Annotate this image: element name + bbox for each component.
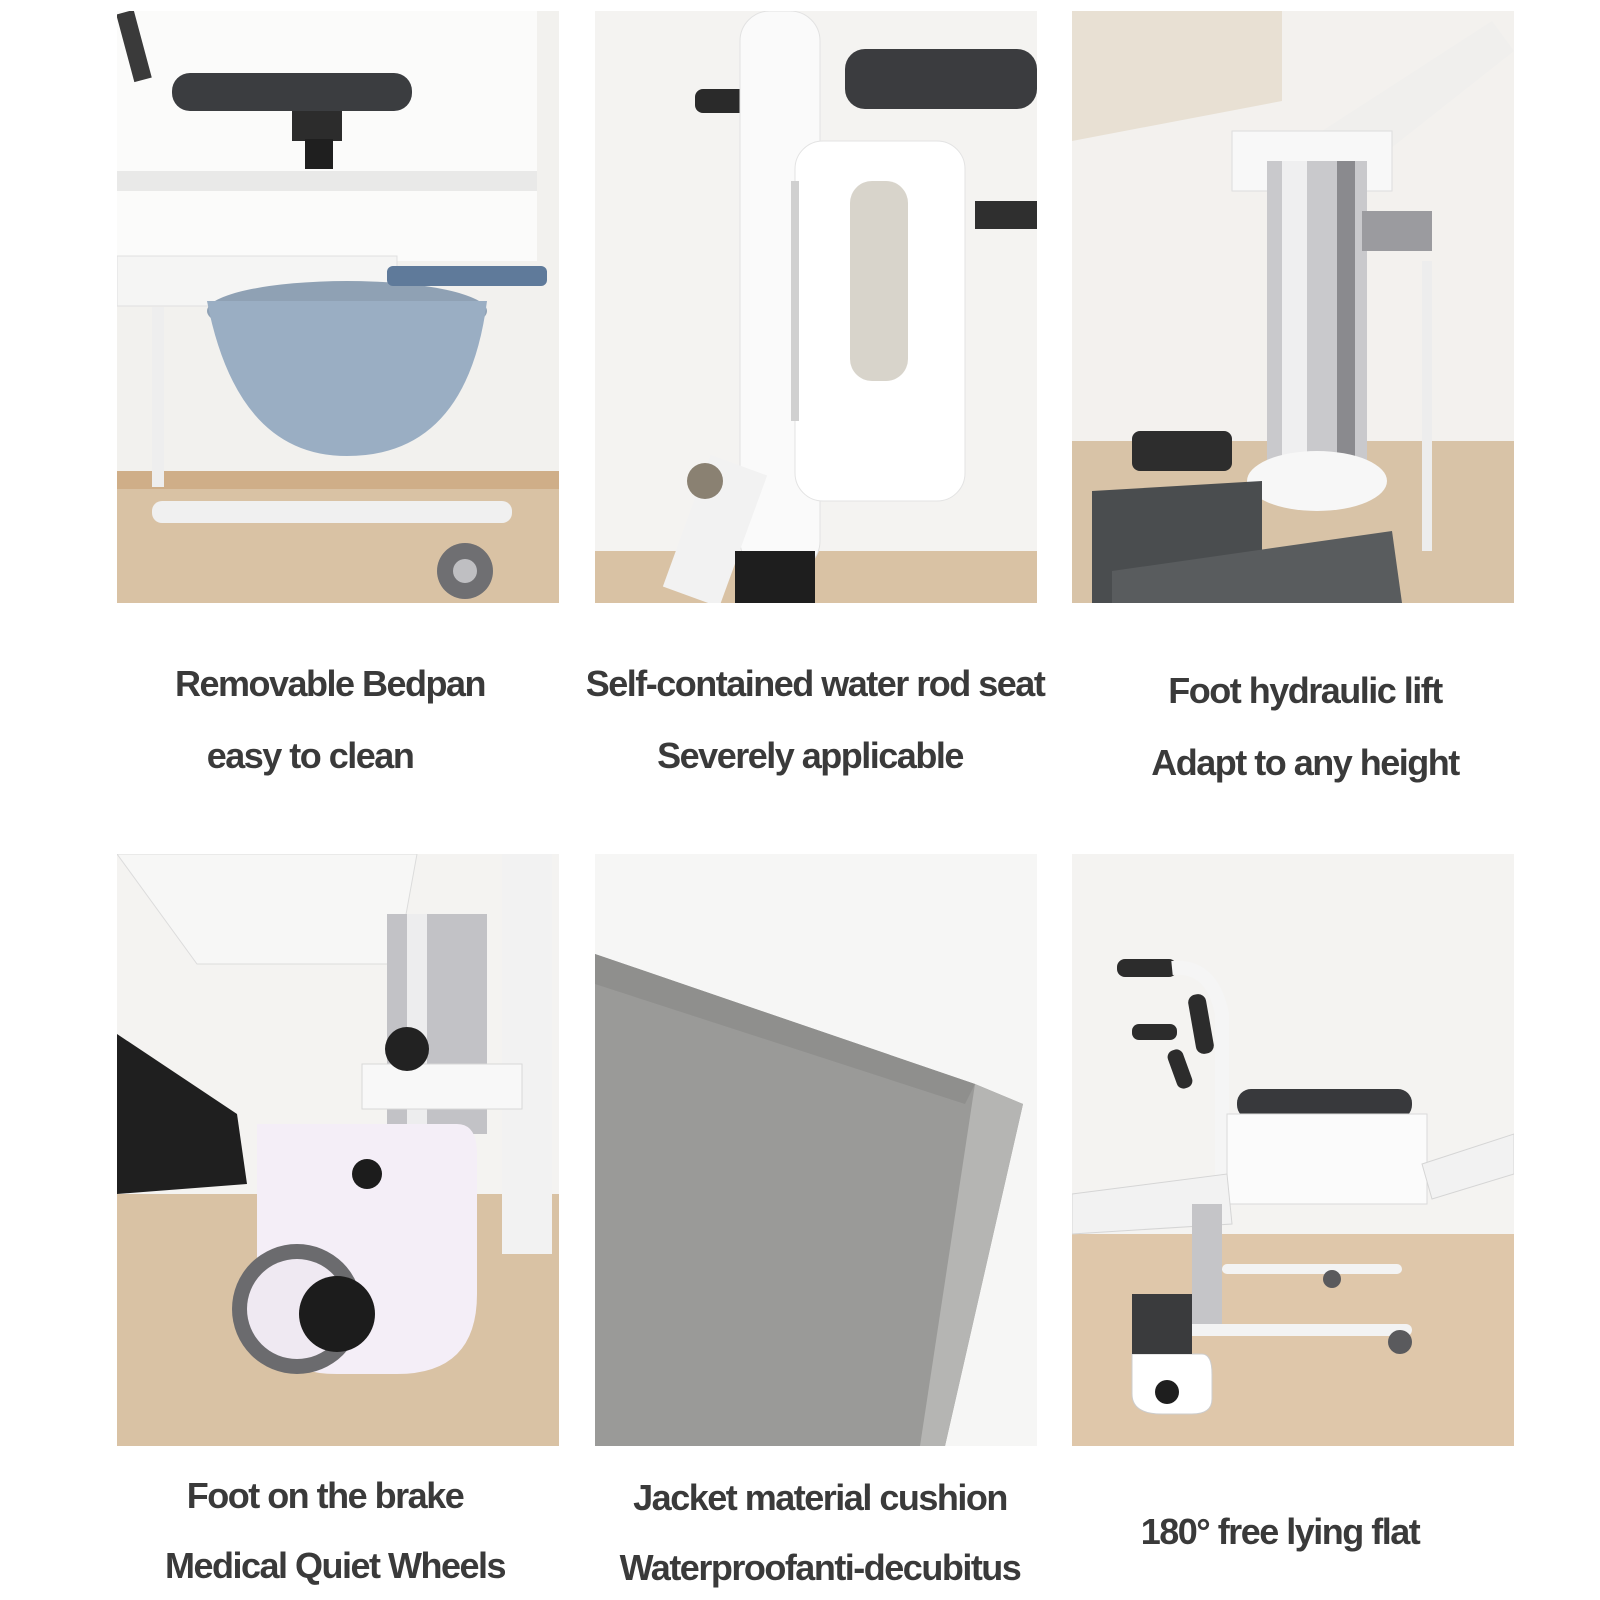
caption-line-1: Jacket material cushion bbox=[633, 1477, 1008, 1518]
hydraulic-lift-photo bbox=[1072, 11, 1514, 603]
caption-line-1: Self-contained water rod seat bbox=[585, 663, 1046, 704]
feature-caption-1: Removable Bedpan easy to clean bbox=[110, 663, 550, 783]
feature-caption-4: Foot on the brake Medical Quiet Wheels bbox=[110, 1475, 560, 1595]
caption-line-2: Waterproofanti-decubitus bbox=[619, 1547, 1022, 1588]
cushion-fabric-photo bbox=[595, 854, 1037, 1446]
brake-wheel-photo bbox=[117, 854, 559, 1446]
caption-line-1: 180° free lying flat bbox=[1140, 1511, 1421, 1552]
feature-caption-3: Foot hydraulic lift Adapt to any height bbox=[1075, 670, 1535, 790]
feature-caption-2: Self-contained water rod seat Severely a… bbox=[565, 663, 1065, 783]
feature-caption-5: Jacket material cushion Waterproofanti-d… bbox=[580, 1477, 1060, 1597]
caption-line-1: Foot on the brake bbox=[186, 1475, 465, 1516]
water-rod-seat-photo bbox=[595, 11, 1037, 603]
caption-line-1: Removable Bedpan bbox=[174, 663, 487, 704]
removable-bedpan-photo bbox=[117, 11, 559, 603]
caption-line-2: Medical Quiet Wheels bbox=[164, 1545, 507, 1586]
full-chair-photo bbox=[1072, 854, 1514, 1446]
caption-line-2: Adapt to any height bbox=[1151, 742, 1460, 783]
feature-caption-6: 180° free lying flat bbox=[1060, 1511, 1500, 1571]
caption-line-1: Foot hydraulic lift bbox=[1168, 670, 1443, 711]
caption-line-2: easy to clean bbox=[206, 735, 415, 776]
caption-line-2: Severely applicable bbox=[657, 735, 964, 776]
